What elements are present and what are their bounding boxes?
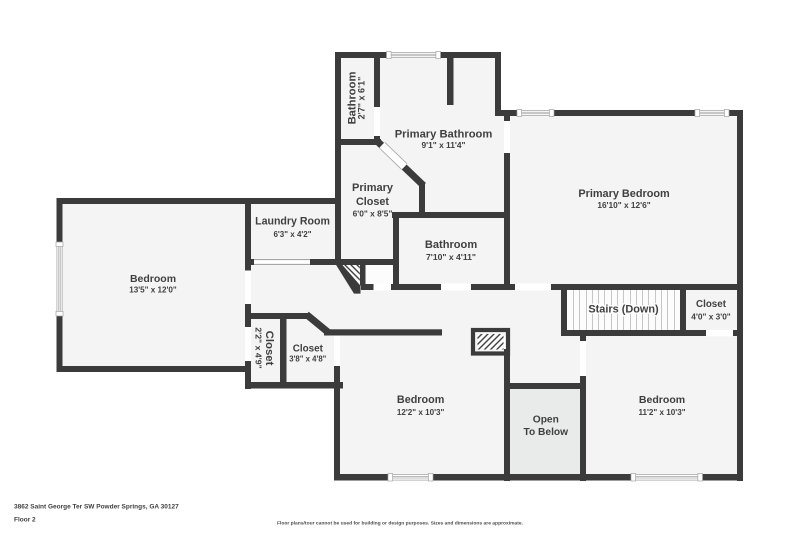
svg-text:2'7" x 6'1": 2'7" x 6'1" bbox=[357, 77, 367, 120]
svg-text:Closet: Closet bbox=[293, 344, 324, 355]
svg-text:9'1" x 11'4": 9'1" x 11'4" bbox=[421, 140, 465, 150]
svg-text:Closet: Closet bbox=[356, 196, 389, 208]
svg-text:13'5" x 12'0": 13'5" x 12'0" bbox=[129, 285, 177, 294]
svg-text:7'10" x 4'11": 7'10" x 4'11" bbox=[426, 252, 476, 262]
svg-text:16'10" x 12'6": 16'10" x 12'6" bbox=[597, 200, 650, 210]
svg-text:Bathroom: Bathroom bbox=[425, 239, 478, 251]
svg-text:3'8" x 4'8": 3'8" x 4'8" bbox=[289, 355, 326, 364]
svg-text:12'2" x 10'3": 12'2" x 10'3" bbox=[397, 408, 445, 417]
svg-text:Bedroom: Bedroom bbox=[639, 394, 685, 406]
svg-text:Floor 2: Floor 2 bbox=[14, 516, 36, 523]
svg-text:Closet: Closet bbox=[263, 331, 275, 366]
svg-text:Stairs (Down): Stairs (Down) bbox=[588, 304, 659, 316]
svg-text:Bedroom: Bedroom bbox=[397, 394, 444, 406]
svg-text:Floor plans/tour cannot be use: Floor plans/tour cannot be used for buil… bbox=[277, 520, 524, 526]
svg-text:Primary: Primary bbox=[352, 182, 394, 194]
svg-text:6'0" x 8'5": 6'0" x 8'5" bbox=[353, 209, 393, 219]
svg-text:Closet: Closet bbox=[696, 299, 727, 310]
svg-text:Primary Bathroom: Primary Bathroom bbox=[395, 129, 493, 141]
svg-text:Bathroom: Bathroom bbox=[347, 72, 359, 125]
svg-text:6'3" x 4'2": 6'3" x 4'2" bbox=[273, 230, 311, 239]
svg-text:11'2" x 10'3": 11'2" x 10'3" bbox=[638, 408, 685, 417]
svg-text:To Below: To Below bbox=[524, 427, 569, 438]
svg-text:Primary Bedroom: Primary Bedroom bbox=[578, 188, 670, 200]
svg-text:2'2" x 4'9": 2'2" x 4'9" bbox=[254, 327, 264, 368]
svg-text:Bedroom: Bedroom bbox=[130, 273, 176, 285]
svg-text:Laundry Room: Laundry Room bbox=[255, 216, 330, 228]
svg-text:3862 Saint George Ter SW Powde: 3862 Saint George Ter SW Powder Springs,… bbox=[14, 504, 179, 511]
svg-text:Open: Open bbox=[533, 415, 559, 426]
svg-text:4'0" x 3'0": 4'0" x 3'0" bbox=[691, 312, 731, 322]
